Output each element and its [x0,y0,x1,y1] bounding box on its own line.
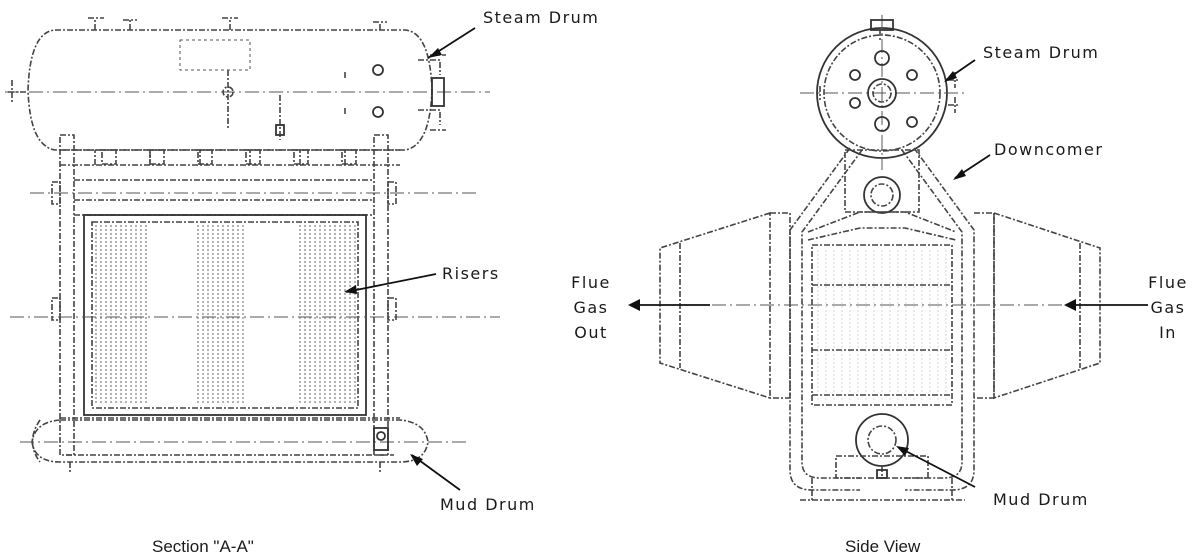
steam-drum-right [800,15,965,170]
downcomer-label: Downcomer [994,140,1104,159]
flue-gas-in-line-2: Gas [1150,298,1186,317]
flue-gas-out-line-1: Flue [571,273,611,292]
section-a-a-caption: Section "A-A" [152,537,254,556]
flue-gas-out-line-3: Out [574,323,608,342]
boiler-frame-left [10,134,500,456]
mud-drum-label-right: Mud Drum [993,490,1089,509]
flue-gas-out-line-2: Gas [573,298,609,317]
mud-drum-label-left: Mud Drum [440,495,536,514]
steam-drum-left [5,17,490,151]
leader-arrows [344,27,1148,491]
flue-gas-in-line-1: Flue [1148,273,1188,292]
side-view-caption: Side View [845,537,921,556]
steam-drum-label-left: Steam Drum [483,8,600,27]
side-body [640,244,1140,406]
riser-tube-banks [95,225,356,405]
steam-drum-label-right: Steam Drum [983,43,1100,62]
mud-drum-left [20,417,470,472]
side-view [640,15,1140,501]
risers-label: Risers [442,264,500,283]
mud-drum-right [800,413,965,501]
riser-headers [60,149,400,166]
flue-gas-in-label: Flue Gas In [1142,270,1194,345]
section-a-a-view [5,17,500,472]
flue-gas-in-line-3: In [1159,323,1177,342]
flue-gas-out-label: Flue Gas Out [565,270,617,345]
